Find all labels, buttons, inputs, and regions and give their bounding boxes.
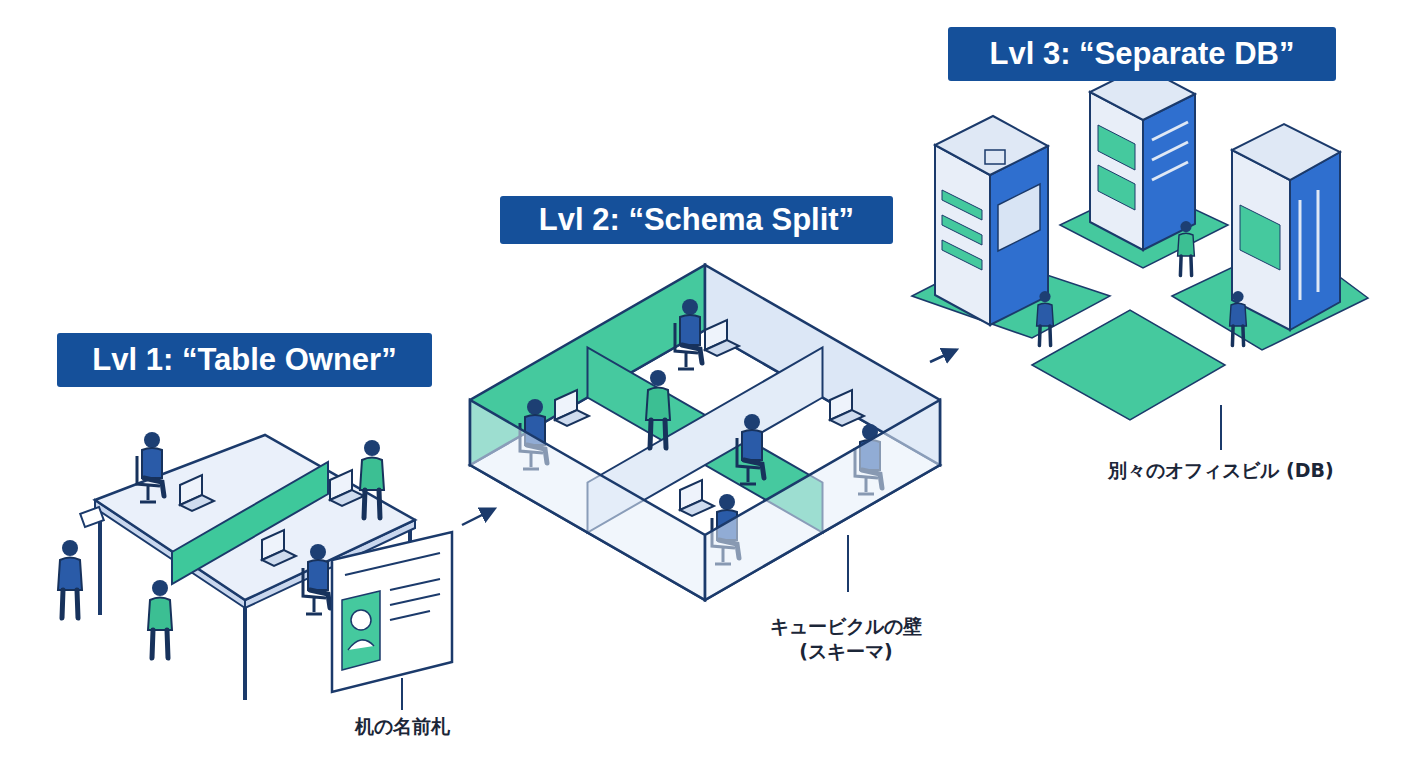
shared-table-scene-part — [360, 440, 384, 518]
office-buildings-scene-part — [935, 145, 990, 325]
office-buildings-scene-part — [1152, 142, 1188, 160]
progress-arrow-part — [930, 350, 956, 362]
cubicle-scene-part — [830, 390, 864, 426]
office-buildings-scene-part — [1152, 162, 1188, 180]
office-buildings-scene-part — [990, 146, 1048, 325]
shared-table-scene-part — [348, 640, 374, 650]
level-title: Lvl 1: “Table Owner” — [92, 342, 396, 378]
office-buildings-scene-part — [1152, 122, 1188, 140]
shared-table-scene-part — [58, 540, 82, 618]
cubicle-scene-part — [646, 370, 670, 448]
level-badge: Lvl 3: “Separate DB” — [948, 27, 1336, 81]
level-badge: Lvl 1: “Table Owner” — [57, 333, 432, 387]
office-buildings-scene-part — [1240, 205, 1280, 270]
office-buildings-scene-part — [1098, 165, 1135, 210]
office-buildings-scene-part — [1317, 190, 1320, 292]
shared-table-scene-part — [332, 532, 452, 692]
office-buildings-scene-part — [985, 150, 1005, 164]
shared-table-scene-part — [390, 594, 440, 605]
office-buildings-scene-part — [1290, 152, 1340, 330]
office-buildings-scene-part — [1037, 291, 1054, 346]
office-buildings-scene — [912, 66, 1368, 450]
callout-label: 机の名前札 — [330, 714, 474, 739]
cubicle-scene-part — [680, 480, 714, 516]
cubicle-scene-part — [847, 535, 849, 592]
shared-table-scene-part — [330, 470, 364, 506]
shared-table-scene — [58, 432, 452, 710]
callout-label: キュービクルの壁 (スキーマ) — [763, 614, 929, 663]
shared-table-scene-part — [390, 611, 430, 620]
level-badge: Lvl 2: “Schema Split” — [500, 196, 893, 244]
office-buildings-scene-part — [1232, 124, 1340, 180]
shared-table-scene-part — [180, 475, 214, 511]
callout-label: 別々のオフィスビル (DB) — [1086, 458, 1356, 483]
shared-table-scene-part — [342, 591, 380, 670]
cubicle-scene-part — [675, 299, 702, 369]
shared-table-scene-part — [80, 507, 104, 527]
shared-table-scene-part — [137, 432, 164, 502]
cubicle-scene-part — [705, 320, 739, 356]
office-buildings-scene-part — [1178, 221, 1195, 276]
cubicle-scene-part — [470, 400, 705, 600]
shared-table-scene-part — [172, 462, 328, 584]
shared-table-scene-part — [390, 579, 440, 590]
office-buildings-scene-part — [1299, 200, 1302, 300]
office-buildings-scene-part — [998, 184, 1040, 251]
office-buildings-scene-part — [942, 215, 982, 245]
shared-table-scene-part — [351, 610, 371, 630]
shared-table-scene-part — [303, 544, 330, 614]
office-buildings-scene-part — [1032, 310, 1225, 420]
cubicle-scene-part — [555, 390, 589, 426]
shared-table-scene-part — [262, 530, 296, 566]
cubicle-scene-part — [737, 414, 764, 484]
shared-table-scene-part — [243, 608, 247, 700]
office-buildings-scene-part — [942, 240, 982, 270]
office-buildings-scene-part — [1230, 291, 1247, 346]
cubicle-scene-part — [705, 400, 940, 600]
shared-table-scene-part — [98, 508, 102, 615]
progress-arrow-part — [462, 509, 494, 525]
cubicle-scene — [470, 265, 940, 600]
level-title: Lvl 3: “Separate DB” — [990, 36, 1295, 72]
office-buildings-scene-part — [942, 190, 982, 220]
shared-table-scene-part — [401, 678, 403, 710]
office-buildings-scene-part — [935, 116, 1048, 175]
office-buildings-scene-part — [1098, 125, 1135, 170]
shared-table-scene-part — [148, 580, 172, 658]
progress-arrow — [462, 350, 956, 525]
office-buildings-scene-part — [1220, 405, 1222, 450]
level-title: Lvl 2: “Schema Split” — [539, 202, 854, 238]
shared-table-scene-part — [345, 553, 440, 575]
